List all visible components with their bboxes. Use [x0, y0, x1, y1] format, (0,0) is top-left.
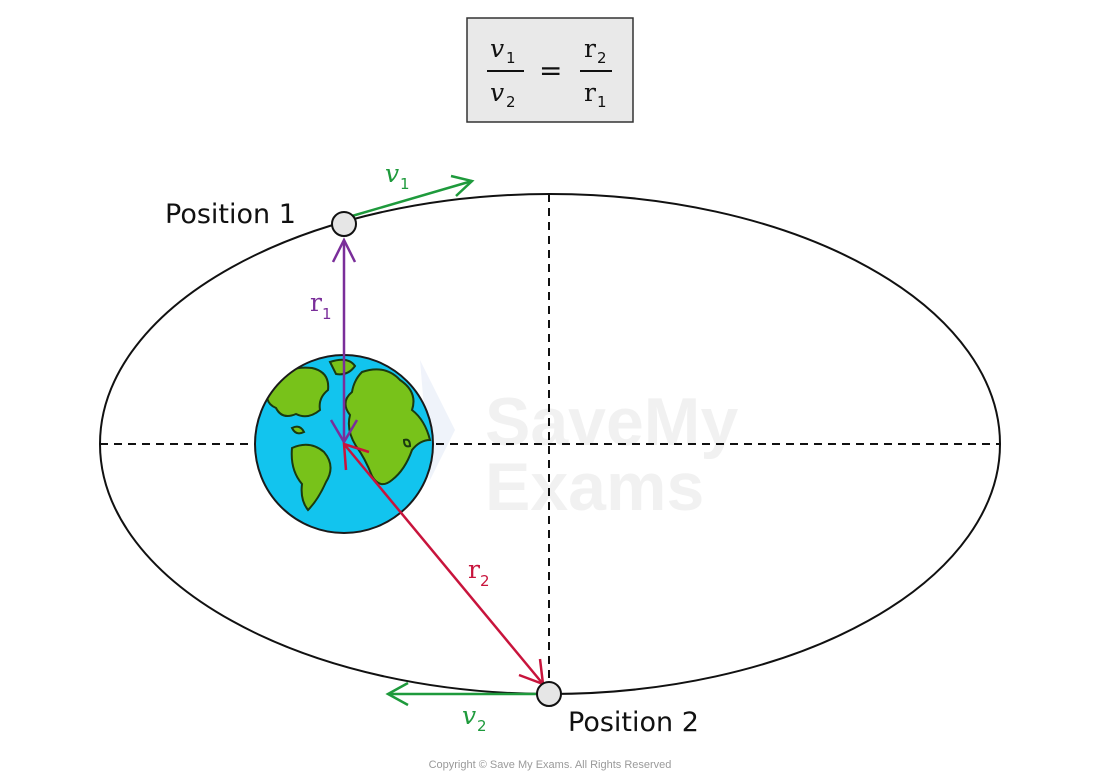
- position-2-label: Position 2: [568, 707, 699, 738]
- formula-r2: r: [584, 34, 596, 63]
- formula-v2-sub: 2: [506, 93, 516, 111]
- r2-label-sub: 2: [480, 572, 490, 590]
- watermark-line1: SaveMy: [485, 384, 738, 460]
- r2-arrowhead-top: [342, 442, 370, 471]
- r1-vector: [329, 237, 359, 445]
- v2-label: v: [462, 701, 476, 730]
- v2-vector: [385, 681, 538, 707]
- r2-label: r: [468, 555, 480, 584]
- formula-r1-sub: 1: [597, 93, 607, 111]
- formula-equals: =: [539, 54, 562, 87]
- r1-label-sub: 1: [322, 305, 332, 323]
- formula-v2: v: [490, 78, 504, 107]
- formula-box: v 1 v 2 = r 2 r 1: [466, 17, 634, 123]
- v1-vector: [351, 174, 475, 218]
- watermark-line2: Exams: [485, 449, 704, 525]
- r1-arrowhead-bottom: [329, 419, 359, 445]
- formula-r2-sub: 2: [597, 49, 607, 67]
- v2-label-sub: 2: [477, 717, 487, 735]
- position-1-label: Position 1: [165, 199, 296, 230]
- watermark: SaveMy Exams: [420, 360, 738, 525]
- v1-label: v: [385, 159, 399, 188]
- satellite-position-2: [536, 681, 562, 707]
- satellite-position-1: [331, 211, 357, 237]
- formula-v1: v: [490, 34, 504, 63]
- v1-label-sub: 1: [400, 175, 410, 193]
- r1-arrowhead-top: [331, 237, 357, 263]
- formula-r1: r: [584, 78, 596, 107]
- formula-v1-sub: 1: [506, 49, 516, 67]
- copyright-notice: Copyright © Save My Exams. All Rights Re…: [428, 759, 672, 771]
- r1-label: r: [310, 288, 322, 317]
